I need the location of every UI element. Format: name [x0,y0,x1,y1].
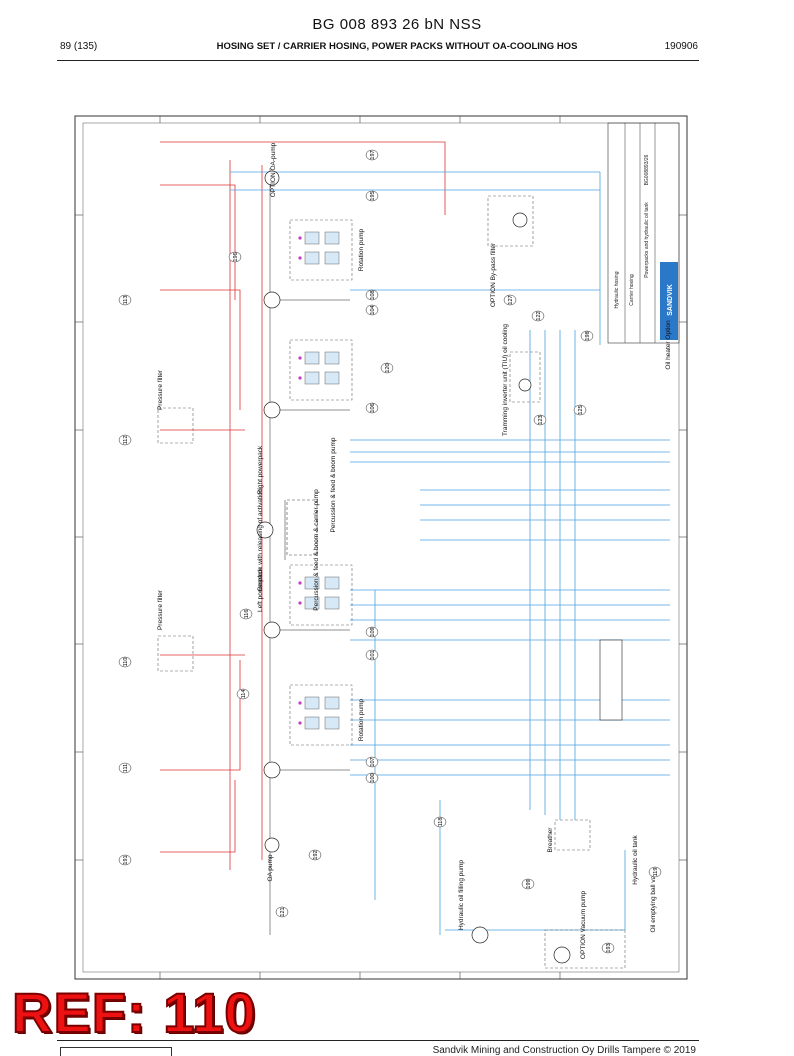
frame-ticks [75,116,687,979]
ref-bubble: 199 [526,879,532,888]
breather-label: Breather [547,827,554,853]
ref-bubble: 195 [370,191,376,200]
ref-bubble: 106 [370,403,376,412]
footer-divider [57,1040,699,1041]
ref-bubble: 198 [585,331,591,340]
filling-pump-label: Hydraulic oil filling pump [458,860,465,930]
gearbox-label: Gearbox with releasing of activation [257,488,264,591]
brand-label: SANDVIK [667,284,674,316]
left-powerpack-label: Left powerpack [257,567,264,612]
title-block-line-1: Hydraulic hosing [614,271,620,308]
ref-bubble: 116 [244,610,250,619]
tiu-label: Tramming inverter unit (TIU) oil cooling [502,324,509,436]
control-lines [265,168,350,935]
title-block: SANDVIK Hydraulic hosing Carrier hosing … [607,122,680,344]
percussion-pump-block [289,339,353,401]
ref-bubble: 104 [370,305,376,314]
valve-cartridges [304,231,340,730]
ref-bubble: 121 [280,907,286,916]
header-divider [57,60,699,61]
ref-bubble: 113 [123,296,129,305]
ref-bubble: 122 [536,311,542,320]
oa-pump-top-label: OPTION OA-pump [270,142,277,197]
component-labels: OPTION OA-pump Rotation pump Right power… [157,142,672,959]
page-number: 89 (135) [60,41,98,52]
ref-bubble: 100 [370,773,376,782]
oil-tank-label: Hydraulic oil tank [632,835,639,885]
ref-bubble: 107 [370,757,376,766]
ref-bubble: 101 [370,650,376,659]
ref-bubble: 191 [123,855,129,864]
ref-bubble: 120 [385,363,391,372]
ref-bubble: 119 [653,868,659,877]
rotation-pump-top-block [289,219,353,281]
pressure-lines [160,141,446,870]
vacuum-pump-label: OPTION Vacuum pump [580,891,587,960]
drawing-number: BG008893/26 [644,154,650,185]
pressure-filter-left-block [157,635,194,672]
title-block-line-2: Carrier hosing [629,274,635,306]
drawing-inner-frame [82,122,680,973]
bypass-filter-block [487,195,534,247]
document-title: BG 008 893 26 bN NSS [312,16,482,33]
ref-bubble: 193 [606,943,612,952]
percussion-feed-boom-label: Percussion & feed & boom pump [330,437,337,532]
section-title: HOSING SET / CARRIER HOSING, POWER PACKS… [216,41,578,52]
carrier-pump-block [289,564,353,626]
document-date: 190906 [664,41,698,52]
sandvik-logo [660,262,678,340]
right-powerpack-label: Right powerpack [257,445,264,494]
ref-bubble: 111 [123,764,129,772]
footer-copyright: Sandvik Mining and Construction Oy Drill… [432,1045,696,1056]
magenta-markers [298,236,302,725]
breather-block [554,819,591,851]
ref-bubble: 125 [578,405,584,414]
ref-bubble: 112 [123,436,129,445]
ref-bubble: 123 [538,415,544,424]
rotation-pump-top-label: Rotation pump [358,228,365,271]
percussion-carrier-label: Percussion & feed & boom & carrier pump [313,489,320,611]
ref-bubble: 127 [508,295,514,304]
ref-watermark: REF: 110 [11,981,257,1044]
ref-bubble: 196 [233,252,239,261]
title-block-line-3: Powerpacks and hydraulic oil tank [644,202,650,278]
ref-bubble: 197 [370,150,376,159]
pressure-filter-right-label: Pressure filter [157,369,164,410]
vacuum-pump-block [544,929,626,969]
pressure-filter-left-label: Pressure filter [157,589,164,630]
pump-symbols [256,170,571,964]
ref-bubble: 108 [370,290,376,299]
ref-bubble: 118 [438,818,444,827]
oa-pump-bottom-label: OA pump [267,854,274,881]
ref-bubble: 192 [313,850,319,859]
ref-bubble: 114 [241,690,247,699]
return-manifold [599,639,623,721]
component-blocks [157,195,626,969]
pressure-filter-right-block [157,407,194,444]
rotation-pump-bottom-label: Rotation pump [358,698,365,741]
ref-bubble: 109 [370,627,376,636]
return-lines [230,171,670,935]
emptying-valve-label: Oil emptying ball valve [650,867,657,932]
bypass-filter-label: OPTION By-pass filter [490,242,497,307]
tiu-block [509,351,541,403]
ref-bubbles: 197 195 196 113 104 108 120 106 112 116 … [118,149,662,954]
footer-logo [60,1047,172,1056]
rotation-pump-bottom-block [289,684,353,746]
oil-heater-label: Oil heater Option [665,320,672,370]
ref-bubble: 110 [123,658,129,667]
drawing-frame [74,115,688,980]
gearbox-block [286,499,318,556]
